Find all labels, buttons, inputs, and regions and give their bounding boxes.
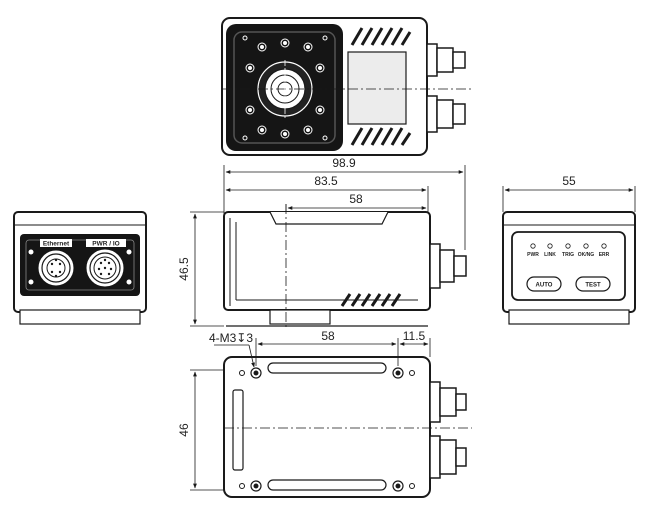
led-label-link: LINK [544, 252, 556, 258]
dim-height: 46.5 [177, 257, 191, 281]
thread-callout: 4-M3↧3 [209, 331, 253, 345]
left-view [13, 211, 147, 325]
test-button-label: TEST [585, 283, 601, 289]
connector-icon [429, 243, 467, 289]
dim-hole-offset: 11.5 [403, 329, 426, 343]
right-view [502, 211, 636, 325]
dim-top-58: 58 [349, 192, 363, 206]
front-vents-top [350, 27, 412, 46]
connector-icon [38, 250, 74, 286]
front-vents-bottom [350, 127, 412, 146]
ethernet-label: Ethernet [43, 241, 70, 248]
led-icon [242, 35, 328, 141]
auto-button-label: AUTO [536, 283, 553, 289]
led-icon [530, 243, 607, 249]
connector-icon [86, 249, 124, 287]
led-label-err: ERR [599, 252, 610, 258]
dim-hole-spacing: 58 [321, 329, 335, 343]
pwr-io-label: PWR / IO [92, 241, 119, 248]
dim-body-length: 83.5 [314, 174, 338, 188]
side-width-dimension [502, 186, 636, 212]
bottom-view [223, 356, 472, 498]
front-window [347, 51, 407, 125]
front-view [221, 17, 472, 156]
bottom-dimensions [190, 338, 431, 491]
side-vents [340, 293, 402, 307]
side-view [223, 204, 467, 330]
mount-hole-icon [28, 249, 132, 285]
connector-icon [426, 43, 466, 133]
dim-base-width: 46 [177, 423, 191, 437]
test-button[interactable] [575, 276, 611, 292]
mount-hole-icon [239, 367, 415, 492]
auto-button[interactable] [526, 276, 562, 292]
connector-icon [429, 381, 467, 479]
led-label-okng: OK/NG [578, 252, 595, 258]
dim-overall-length: 98.9 [332, 156, 356, 170]
led-label-trig: TRIG [562, 252, 574, 258]
height-dimension [190, 211, 224, 327]
led-label-pwr: PWR [527, 252, 539, 258]
dim-side-width: 55 [562, 174, 576, 188]
